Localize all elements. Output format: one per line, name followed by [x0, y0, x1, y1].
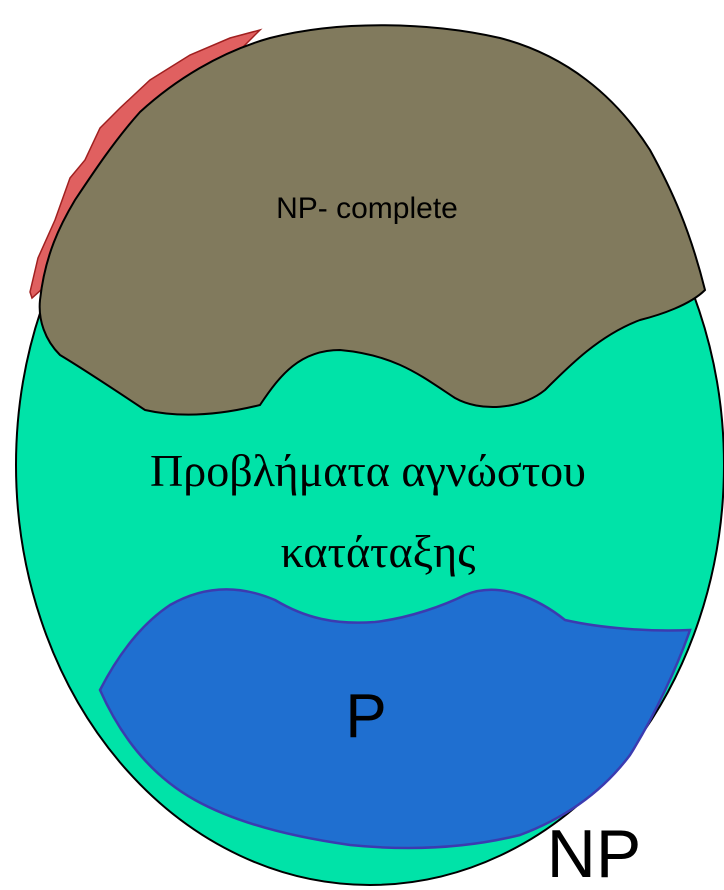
unknown-classification-label-line1: Προβλήματα αγνώστου — [150, 445, 586, 496]
unknown-classification-label-line2: κατάταξης — [281, 526, 476, 577]
np-label: NP — [547, 816, 641, 890]
p-region — [98, 588, 692, 850]
np-complete-label: NP- complete — [276, 192, 458, 225]
np-complete-region — [38, 24, 707, 416]
p-label: P — [345, 682, 386, 751]
